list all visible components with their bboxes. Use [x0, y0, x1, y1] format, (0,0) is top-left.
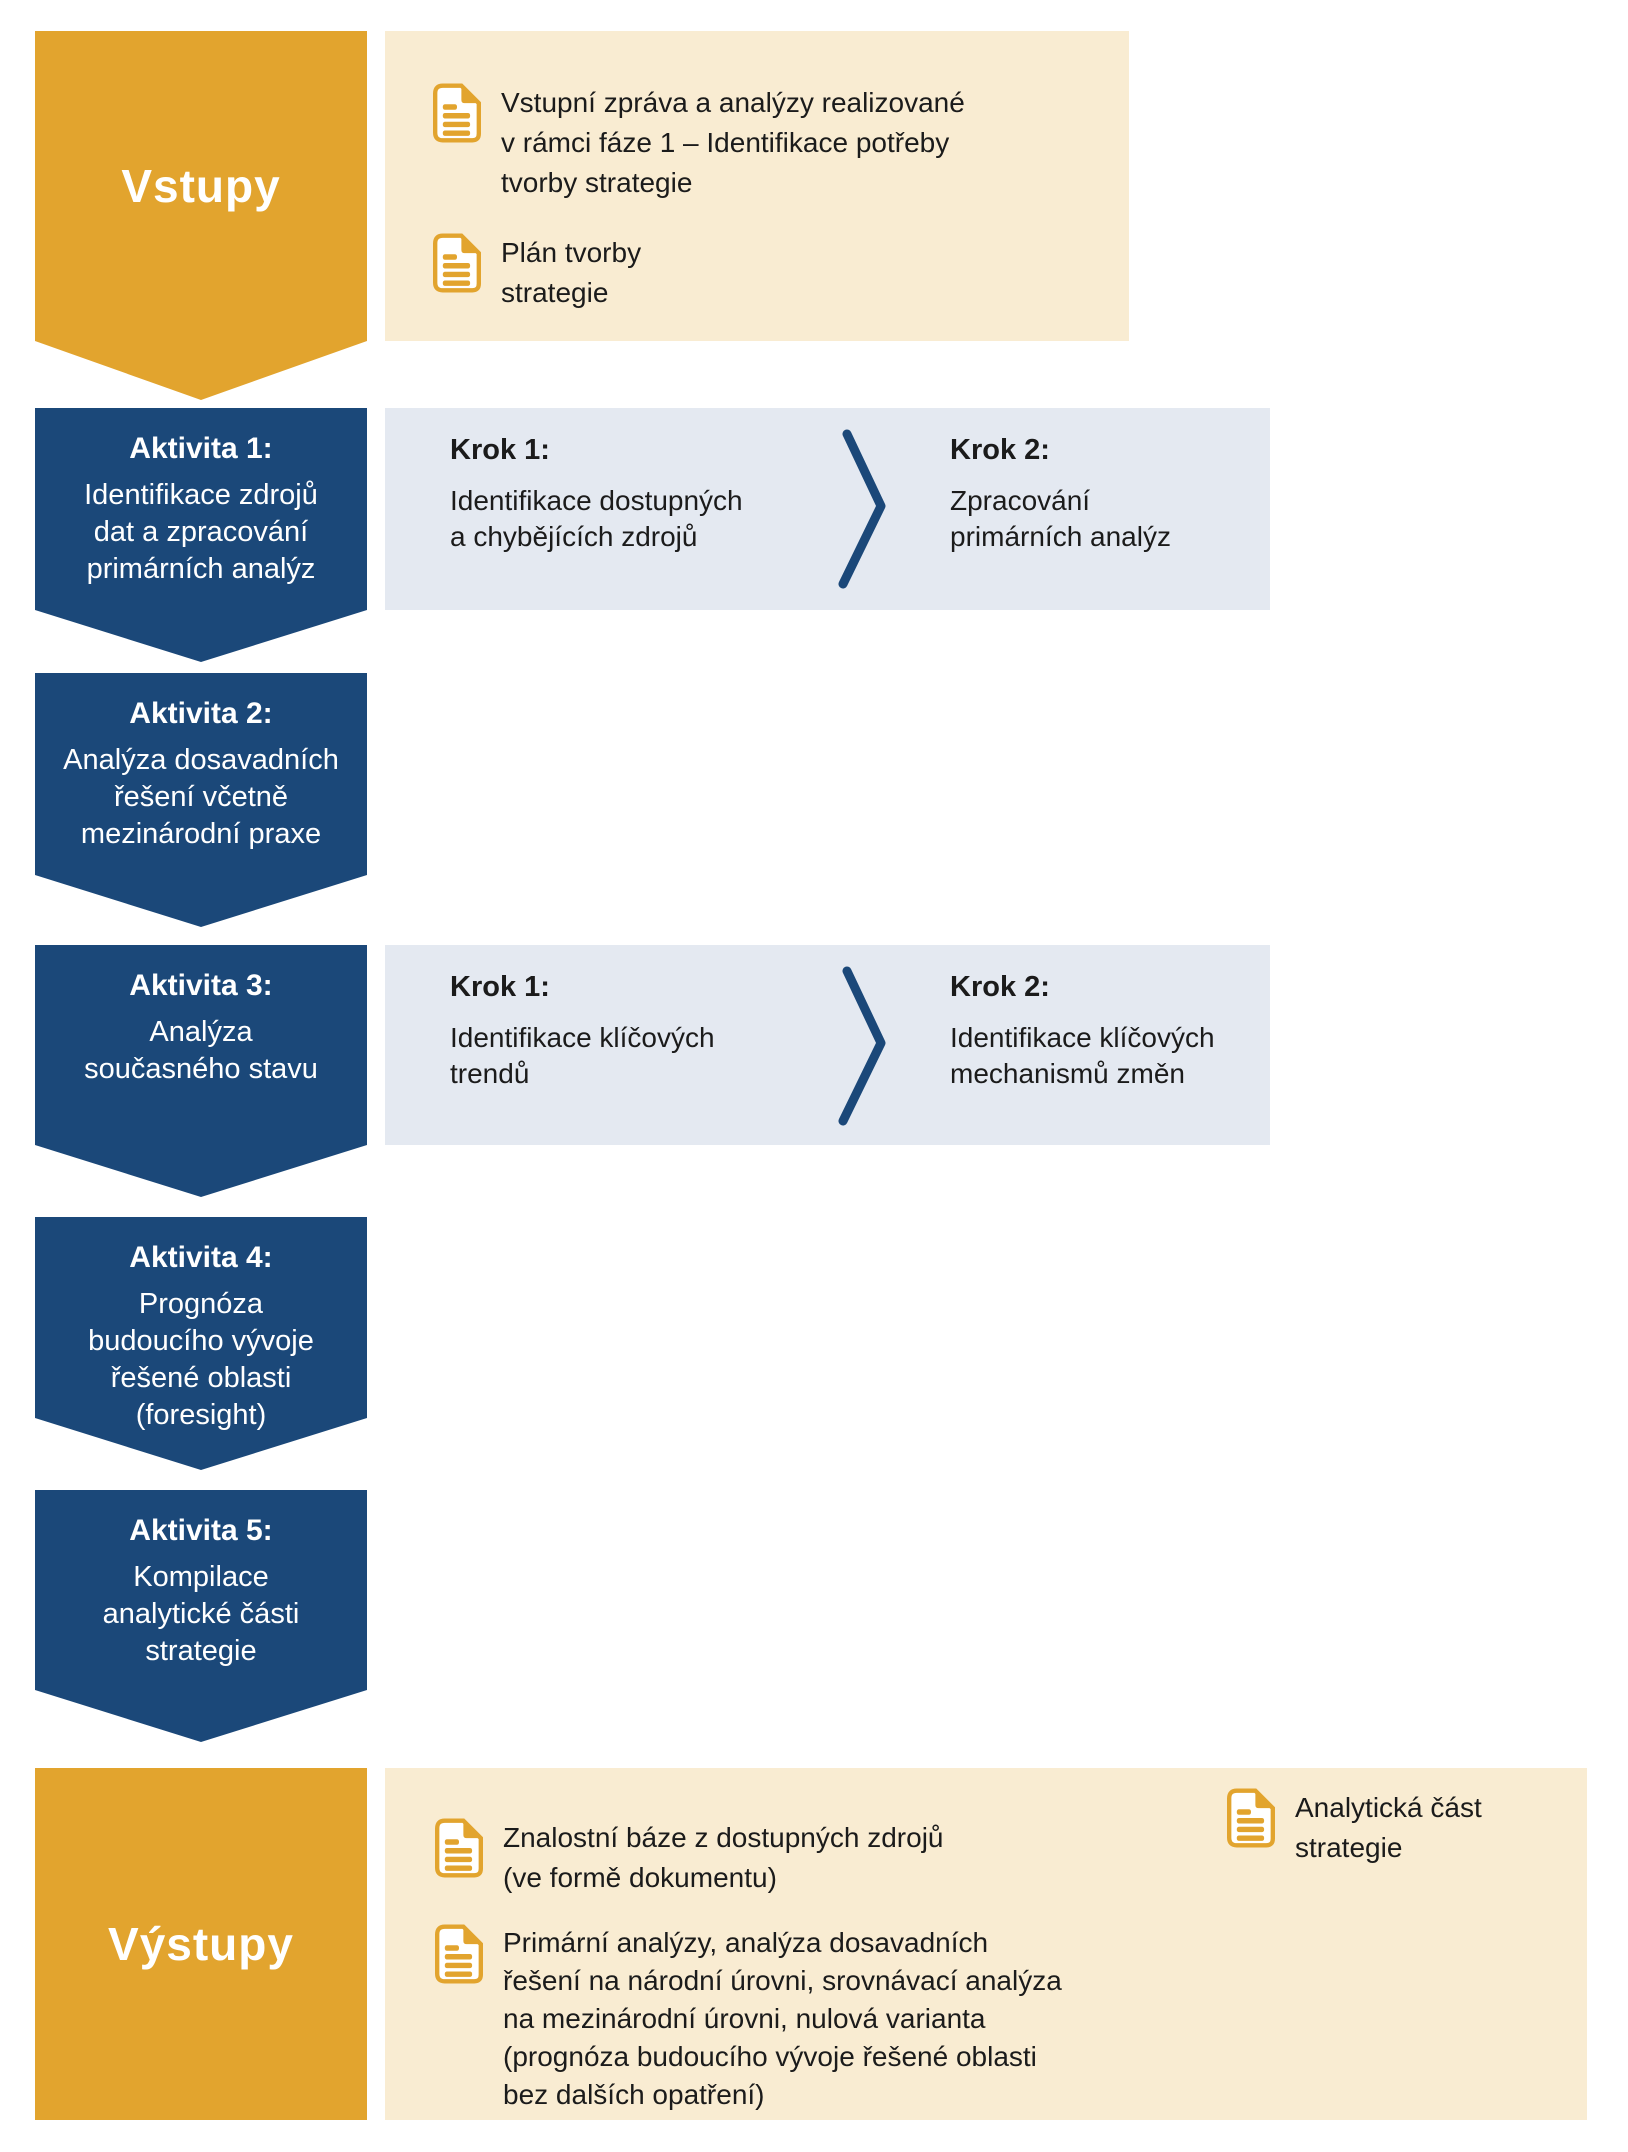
step-label: Krok 1:	[450, 434, 550, 466]
step-description: Identifikace dostupných a chybějících zd…	[450, 485, 743, 552]
activity-title: Aktivita 5:	[129, 1514, 273, 1547]
outputs-left-column: Znalostní báze z dostupných zdrojů (ve f…	[435, 1818, 1215, 2140]
step-description: Identifikace klíčových mechanismů změn	[950, 1022, 1215, 1089]
chevron-right-icon	[833, 428, 893, 595]
outputs-box: Výstupy	[35, 1768, 367, 2120]
activity-description: Analýza současného stavu	[84, 1016, 318, 1085]
activity-3-arrow: Aktivita 3: Analýza současného stavu	[35, 945, 367, 1197]
activity-title: Aktivita 3:	[129, 969, 273, 1002]
activity-1-arrow: Aktivita 1: Identifikace zdrojů dat a zp…	[35, 408, 367, 662]
document-icon	[435, 1924, 483, 2114]
list-item: Vstupní zpráva a analýzy realizované v r…	[433, 83, 1099, 203]
outputs-label: Výstupy	[108, 1918, 294, 1970]
activity-2-arrow: Aktivita 2: Analýza dosavadních řešení v…	[35, 673, 367, 927]
input-item-text: Vstupní zpráva a analýzy realizované v r…	[501, 87, 965, 198]
activity-description: Prognóza budoucího vývoje řešené oblasti…	[88, 1288, 314, 1431]
step-label: Krok 2:	[950, 434, 1050, 466]
step-description: Identifikace klíčových trendů	[450, 1022, 715, 1089]
step-description: Zpracování primárních analýz	[950, 485, 1171, 552]
activity-description: Identifikace zdrojů dat a zpracování pri…	[84, 479, 318, 585]
step-2: Krok 2: Identifikace klíčových mechanism…	[950, 969, 1260, 1092]
activity-description: Analýza dosavadních řešení včetně meziná…	[63, 744, 339, 850]
input-item-text: Plán tvorby strategie	[501, 237, 642, 308]
activity-description: Kompilace analytické části strategie	[102, 1561, 300, 1667]
activity-4-arrow: Aktivita 4: Prognóza budoucího vývoje ře…	[35, 1217, 367, 1470]
step-label: Krok 2:	[950, 971, 1050, 1003]
outputs-panel: Znalostní báze z dostupných zdrojů (ve f…	[385, 1768, 1587, 2120]
document-icon	[435, 1818, 483, 1898]
list-item: Analytická část strategie	[1227, 1788, 1567, 1868]
list-item: Znalostní báze z dostupných zdrojů (ve f…	[435, 1818, 1215, 1898]
activity-title: Aktivita 4:	[129, 1241, 273, 1274]
step-1: Krok 1: Identifikace dostupných a chyběj…	[450, 432, 850, 555]
steps-panel-activity-3: Krok 1: Identifikace klíčových trendů Kr…	[385, 945, 1270, 1145]
chevron-right-icon	[833, 965, 893, 1132]
activity-5-arrow: Aktivita 5: Kompilace analytické části s…	[35, 1490, 367, 1742]
inputs-label: Vstupy	[121, 160, 281, 212]
list-item: Plán tvorby strategie	[433, 233, 1099, 313]
output-item-text: Primární analýzy, analýza dosavadních ře…	[503, 1927, 1062, 2110]
step-2: Krok 2: Zpracování primárních analýz	[950, 432, 1260, 555]
step-1: Krok 1: Identifikace klíčových trendů	[450, 969, 850, 1092]
steps-panel-activity-1: Krok 1: Identifikace dostupných a chyběj…	[385, 408, 1270, 610]
activity-title: Aktivita 1:	[129, 432, 273, 465]
document-icon	[1227, 1788, 1275, 1868]
inputs-panel: Vstupní zpráva a analýzy realizované v r…	[385, 31, 1129, 341]
list-item: Primární analýzy, analýza dosavadních ře…	[435, 1924, 1215, 2114]
outputs-right-column: Analytická část strategie	[1227, 1788, 1567, 1898]
activity-title: Aktivita 2:	[129, 697, 273, 730]
document-icon	[433, 83, 481, 203]
step-label: Krok 1:	[450, 971, 550, 1003]
output-item-text: Analytická část strategie	[1295, 1792, 1482, 1863]
output-item-text: Znalostní báze z dostupných zdrojů (ve f…	[503, 1822, 944, 1893]
document-icon	[433, 233, 481, 313]
inputs-arrow: Vstupy	[35, 31, 367, 400]
